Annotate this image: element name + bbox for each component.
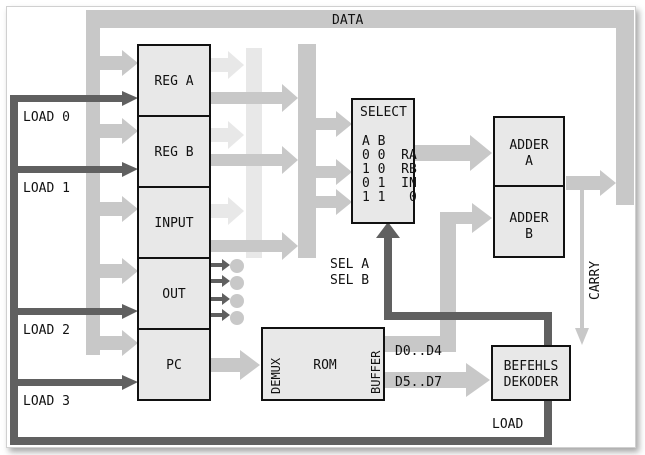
- decoder-line2: DEKODER: [504, 375, 559, 390]
- decoder-line1: BEFEHLS: [504, 359, 559, 374]
- mux-arrow-reg-b: [210, 146, 298, 174]
- out-led-1: [230, 259, 244, 273]
- carry-line: [580, 190, 584, 328]
- light-arrow-1: [210, 51, 244, 79]
- d0-d4-to-adder-b-arrow: [440, 203, 492, 344]
- bus-arrow-reg-a: [100, 50, 138, 76]
- d5-d7-label: D5..D7: [395, 375, 442, 390]
- mux-paths: [210, 44, 492, 397]
- rom-label: ROM: [313, 358, 337, 373]
- out-arrow-1: [210, 259, 230, 271]
- adder-b-block: [493, 185, 565, 258]
- load0-arrow: [122, 91, 138, 106]
- mux-to-select-arrow-1: [316, 111, 352, 137]
- rom-block: [261, 327, 385, 401]
- load1-arrow: [122, 162, 138, 177]
- load3-line: [18, 379, 124, 386]
- select-to-adder-a-arrow: [414, 135, 492, 171]
- adder-a-block: [493, 116, 565, 187]
- sel-b-label: SEL B: [330, 273, 369, 288]
- carry-label: CARRY: [588, 261, 603, 300]
- select-row-1: 0 0 RA: [362, 148, 417, 163]
- out-indicators: [210, 259, 244, 325]
- select-header: A B: [362, 134, 386, 149]
- data-bus-right-arrow: [566, 170, 616, 196]
- mux-to-select-arrow-2: [316, 159, 352, 185]
- mux-bar-vertical: [298, 44, 316, 258]
- light-bus-vertical: [246, 48, 262, 258]
- mux-arrow-input: [210, 232, 298, 260]
- control-sel-vertical: [384, 236, 392, 320]
- light-arrow-2: [210, 121, 244, 149]
- control-top-return: [384, 312, 552, 320]
- select-row-2: 1 0 RB: [362, 162, 417, 177]
- data-bus-left-vertical: [86, 10, 100, 355]
- load3-arrow: [122, 375, 138, 390]
- mux-to-select-arrow-3: [316, 189, 352, 215]
- reg-b-label: REG B: [154, 145, 193, 160]
- load2-arrow: [122, 304, 138, 319]
- adder-b-line1: ADDER: [509, 211, 548, 226]
- control-bottom: [10, 437, 552, 445]
- load-label: LOAD: [492, 417, 523, 432]
- reg-b-block: [137, 115, 211, 188]
- adder-a-line2: A: [525, 154, 533, 169]
- buffer-label: BUFFER: [369, 350, 383, 394]
- select-title: SELECT: [360, 105, 407, 120]
- carry-arrow: [575, 328, 589, 345]
- decoder-block: [491, 345, 571, 401]
- pc-block: [137, 328, 211, 401]
- rom-to-d0-d4: [384, 336, 456, 352]
- bus-arrow-input: [100, 196, 138, 222]
- load2-label: LOAD 2: [23, 323, 70, 338]
- pc-to-rom-arrow: [210, 350, 260, 380]
- carry-path: [575, 190, 589, 345]
- bus-arrow-reg-b: [100, 118, 138, 144]
- light-arrow-3: [210, 197, 244, 225]
- select-row-3: 0 1 IN: [362, 176, 417, 191]
- out-label: OUT: [162, 287, 186, 302]
- demux-label: DEMUX: [269, 357, 283, 394]
- load1-line: [18, 166, 124, 173]
- data-bus: [86, 10, 634, 356]
- sel-arrow-head: [376, 222, 400, 238]
- data-bus-right-vertical: [616, 10, 634, 205]
- d5-d7-arrow: [384, 363, 490, 397]
- mux-arrow-reg-a: [210, 84, 298, 112]
- data-bus-top: [86, 10, 634, 28]
- out-led-2: [230, 276, 244, 290]
- select-block: [351, 98, 415, 224]
- out-led-3: [230, 294, 244, 308]
- reg-a-block: [137, 44, 211, 117]
- out-arrow-4: [210, 309, 230, 321]
- adder-b-line2: B: [525, 227, 533, 242]
- load0-line: [10, 95, 124, 102]
- d0-d4-label: D0..D4: [395, 344, 442, 359]
- load3-label: LOAD 3: [23, 394, 70, 409]
- out-arrow-2: [210, 275, 230, 287]
- out-arrow-3: [210, 293, 230, 305]
- data-bus-label: DATA: [332, 13, 363, 28]
- control-left-vertical: [10, 95, 18, 445]
- load2-line: [18, 308, 124, 315]
- mux-light-paths: [210, 48, 262, 258]
- register-stack: [137, 44, 211, 401]
- bus-arrow-pc: [100, 330, 138, 356]
- out-block: [137, 257, 211, 330]
- input-label: INPUT: [154, 216, 193, 231]
- pc-label: PC: [166, 358, 182, 373]
- load0-label: LOAD 0: [23, 110, 70, 125]
- out-led-4: [230, 311, 244, 325]
- select-row-4: 1 1 0: [362, 190, 417, 205]
- load1-label: LOAD 1: [23, 181, 70, 196]
- adder-a-line1: ADDER: [509, 138, 548, 153]
- bus-arrow-out: [100, 258, 138, 284]
- sel-a-label: SEL A: [330, 257, 369, 272]
- reg-a-label: REG A: [154, 74, 193, 89]
